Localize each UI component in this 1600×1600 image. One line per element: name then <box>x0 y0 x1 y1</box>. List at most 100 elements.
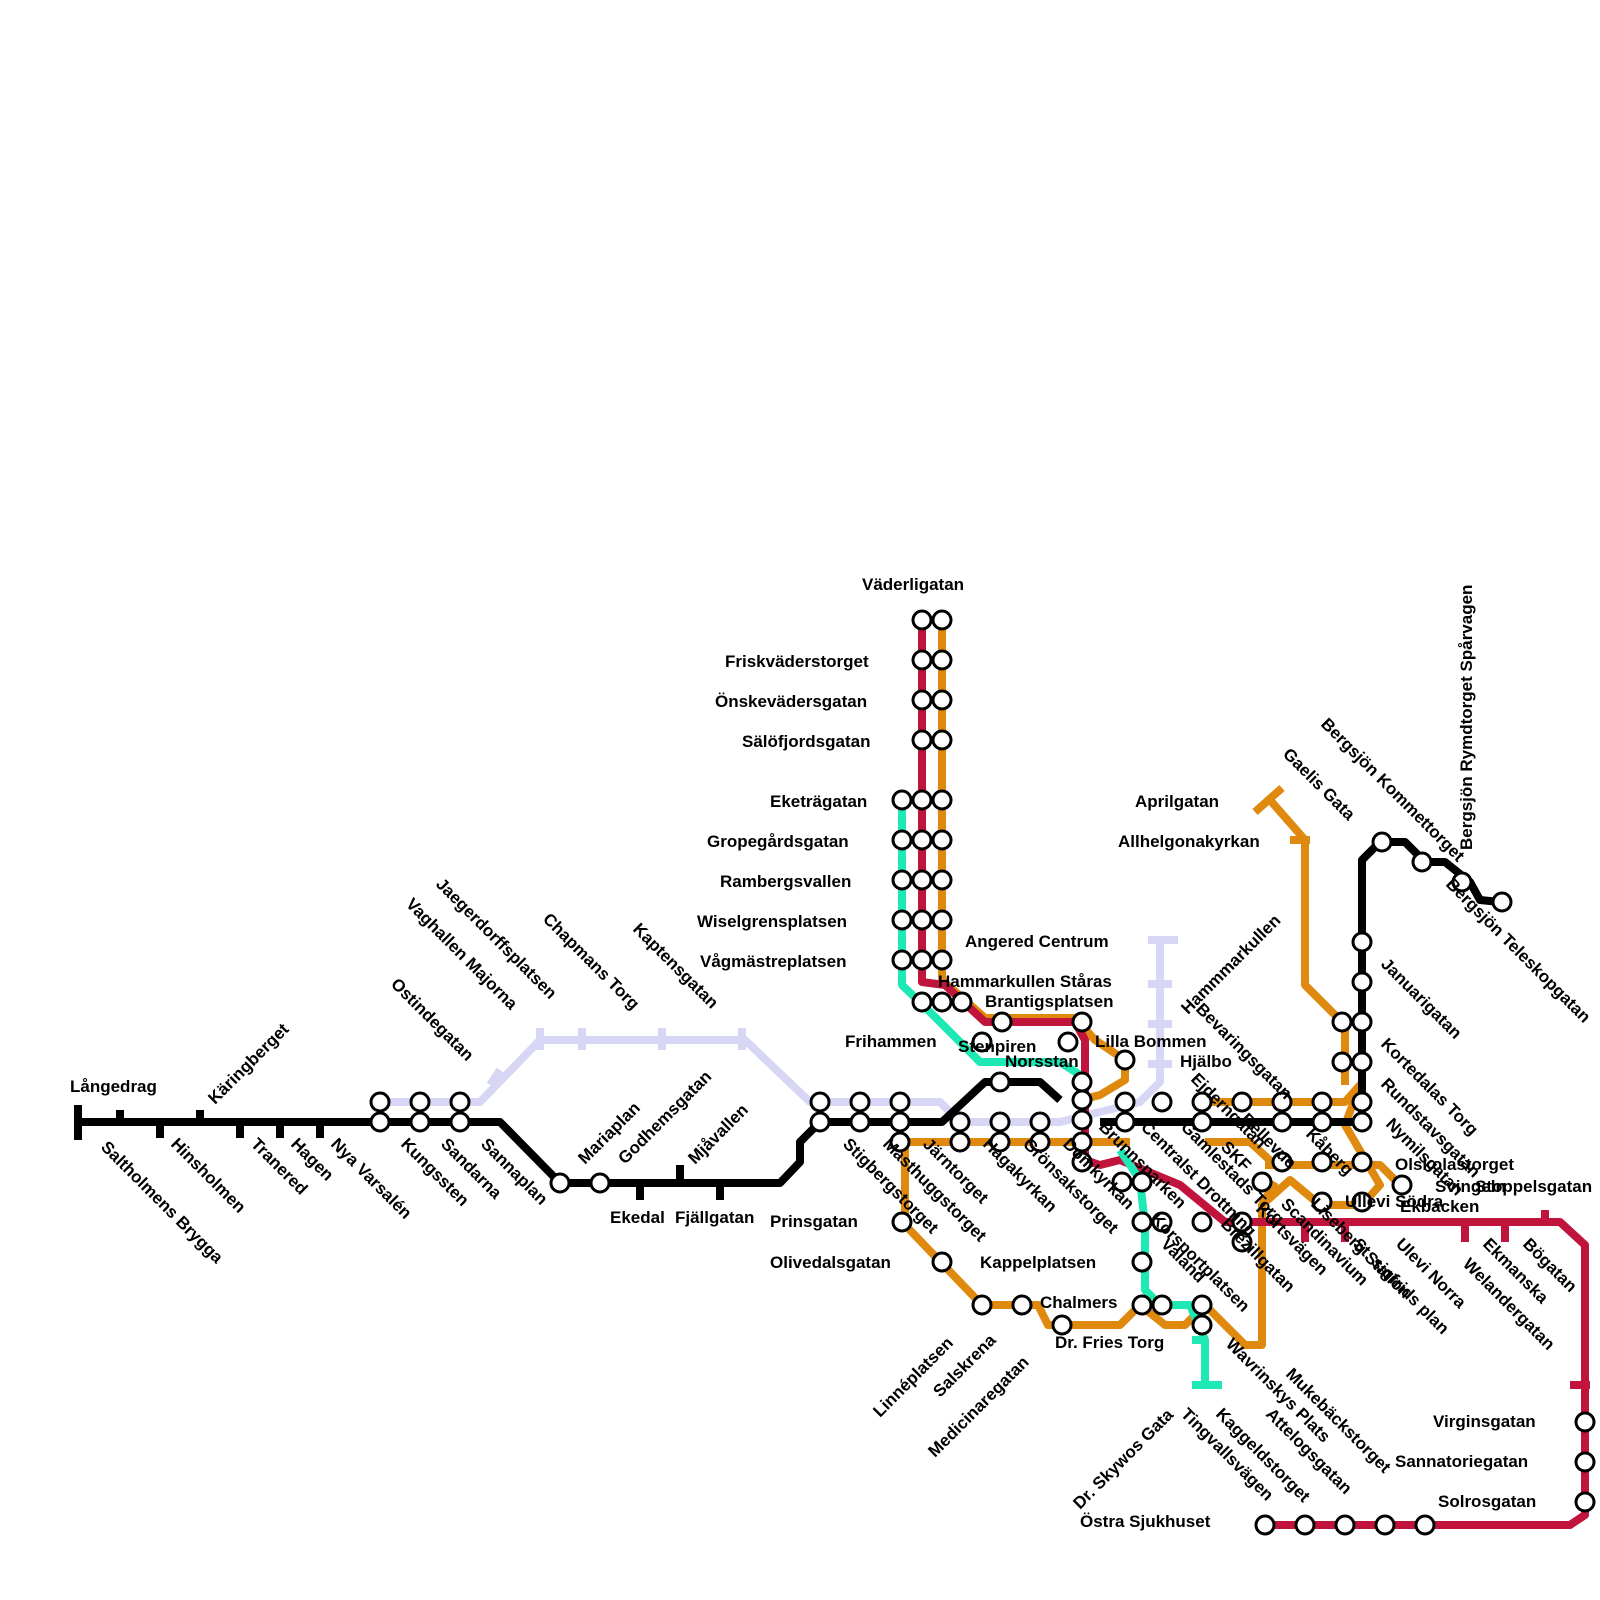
station-marker <box>591 1174 609 1192</box>
label-frihammen: Frihammen <box>845 1032 937 1051</box>
label-medicinaregatan: Medicinaregatan <box>924 1353 1032 1461</box>
label-virginsgatan: Virginsgatan <box>1433 1412 1536 1431</box>
station-marker <box>893 791 911 809</box>
label-bergsjon-rymdtorget: Bergsjön Rymdtorget Spårvagen <box>1457 585 1476 850</box>
station-marker <box>913 611 931 629</box>
station-marker <box>1116 1093 1134 1111</box>
station-marker <box>933 993 951 1011</box>
station-marker <box>851 1093 869 1111</box>
station-marker <box>893 951 911 969</box>
station-marker <box>913 731 931 749</box>
station-marker <box>1333 1053 1351 1071</box>
station-marker <box>1073 1111 1091 1129</box>
station-marker <box>1576 1413 1594 1431</box>
station-marker <box>933 611 951 629</box>
station-marker <box>891 1113 909 1131</box>
label-dr-fries-torg: Dr. Fries Torg <box>1055 1333 1164 1352</box>
label-hammmarkullen: Hammmarkullen <box>1177 911 1284 1018</box>
station-marker <box>1353 1153 1371 1171</box>
station-marker <box>1031 1113 1049 1131</box>
station-marker <box>1193 1213 1211 1231</box>
station-marker <box>993 1013 1011 1031</box>
station-marker <box>1116 1051 1134 1069</box>
station-marker <box>1153 1296 1171 1314</box>
station-marker <box>851 1113 869 1131</box>
label-allhelgonakyrkan-1: Allhelgonakyrkan <box>1118 832 1260 851</box>
label-brantigsplatsen: Brantigsplatsen <box>985 992 1113 1011</box>
label-hinsholmen: Hinsholmen <box>167 1134 249 1216</box>
station-marker <box>991 1073 1009 1091</box>
station-marker <box>1353 1113 1371 1131</box>
label-aprilgatan: Aprilgatan <box>1135 792 1219 811</box>
station-marker <box>1353 1013 1371 1031</box>
label-chalmers: Chalmers <box>1040 1293 1117 1312</box>
label-wiselgrensplatsen: Wiselgrensplatsen <box>697 912 847 931</box>
station-marker <box>1273 1113 1291 1131</box>
station-marker <box>451 1093 469 1111</box>
station-marker <box>913 951 931 969</box>
station-marker <box>933 951 951 969</box>
station-marker <box>933 791 951 809</box>
label-vagmastreplatsen: Vågmästreplatsen <box>700 952 846 971</box>
station-marker <box>913 791 931 809</box>
label-prinsgatan: Prinsgatan <box>770 1212 858 1231</box>
label-gropegardsgatan: Gropegårdsgatan <box>707 832 849 851</box>
station-marker <box>933 691 951 709</box>
station-marker <box>933 1253 951 1271</box>
station-marker <box>1336 1516 1354 1534</box>
station-marker <box>933 911 951 929</box>
station-marker <box>1296 1516 1314 1534</box>
label-solrosgatan: Solrosgatan <box>1438 1492 1536 1511</box>
station-marker <box>811 1113 829 1131</box>
station-marker <box>1353 933 1371 951</box>
label-ostra-sjukhuset: Östra Sjukhuset <box>1080 1512 1211 1531</box>
orange-line-path-north <box>942 620 1125 1100</box>
station-marker <box>1013 1296 1031 1314</box>
label-ekbacken: Ekbacken <box>1400 1197 1479 1216</box>
station-marker <box>1353 973 1371 991</box>
station-marker <box>371 1113 389 1131</box>
station-marker <box>1413 853 1431 871</box>
station-marker <box>1153 1093 1171 1111</box>
station-marker <box>371 1093 389 1111</box>
station-marker <box>951 1113 969 1131</box>
station-marker <box>951 1133 969 1151</box>
station-marker <box>1059 1033 1077 1051</box>
station-marker <box>1073 1091 1091 1109</box>
label-lilla-bommen: Lilla Bommen <box>1095 1032 1206 1051</box>
station-marker <box>1073 1013 1091 1031</box>
station-marker <box>1416 1516 1434 1534</box>
label-vaderligatan: Väderligatan <box>862 575 964 594</box>
station-marker <box>933 731 951 749</box>
station-marker <box>893 911 911 929</box>
station-marker <box>893 831 911 849</box>
label-eketragatan: Eketrägatan <box>770 792 867 811</box>
station-marker <box>913 831 931 849</box>
label-bergsjon-teleskopgatan: Bergsjön Teleskopgatan <box>1442 874 1594 1026</box>
station-marker <box>913 993 931 1011</box>
label-rambergsvallen: Rambergsvallen <box>720 872 851 891</box>
station-marker <box>1256 1516 1274 1534</box>
station-marker <box>811 1093 829 1111</box>
label-langedrag: Långedrag <box>70 1077 157 1096</box>
station-marker <box>1353 1093 1371 1111</box>
label-norsstan: Norsstan <box>1005 1052 1079 1071</box>
label-onskevadersgatan: Önskevädersgatan <box>715 692 867 711</box>
label-karingberget: Käringberget <box>204 1019 292 1107</box>
station-marker <box>411 1113 429 1131</box>
label-hammarkullen-staras: Hammarkullen Ståras <box>938 972 1112 991</box>
station-marker <box>1193 1316 1211 1334</box>
station-marker <box>1133 1253 1151 1271</box>
station-marker <box>1133 1296 1151 1314</box>
station-marker <box>913 691 931 709</box>
label-olivedalsgatan: Olivedalsgatan <box>770 1253 891 1272</box>
station-marker <box>933 871 951 889</box>
station-marker <box>1053 1316 1071 1334</box>
label-friskvaderstorget: Friskväderstorget <box>725 652 869 671</box>
label-olskolastorget: Olskolastorget <box>1395 1155 1514 1174</box>
label-januarigatan: Januarigatan <box>1377 954 1465 1042</box>
station-marker <box>451 1113 469 1131</box>
station-marker <box>1353 1053 1371 1071</box>
station-marker <box>1376 1516 1394 1534</box>
label-stoppelsgatan: Stoppelsgatan <box>1475 1177 1592 1196</box>
